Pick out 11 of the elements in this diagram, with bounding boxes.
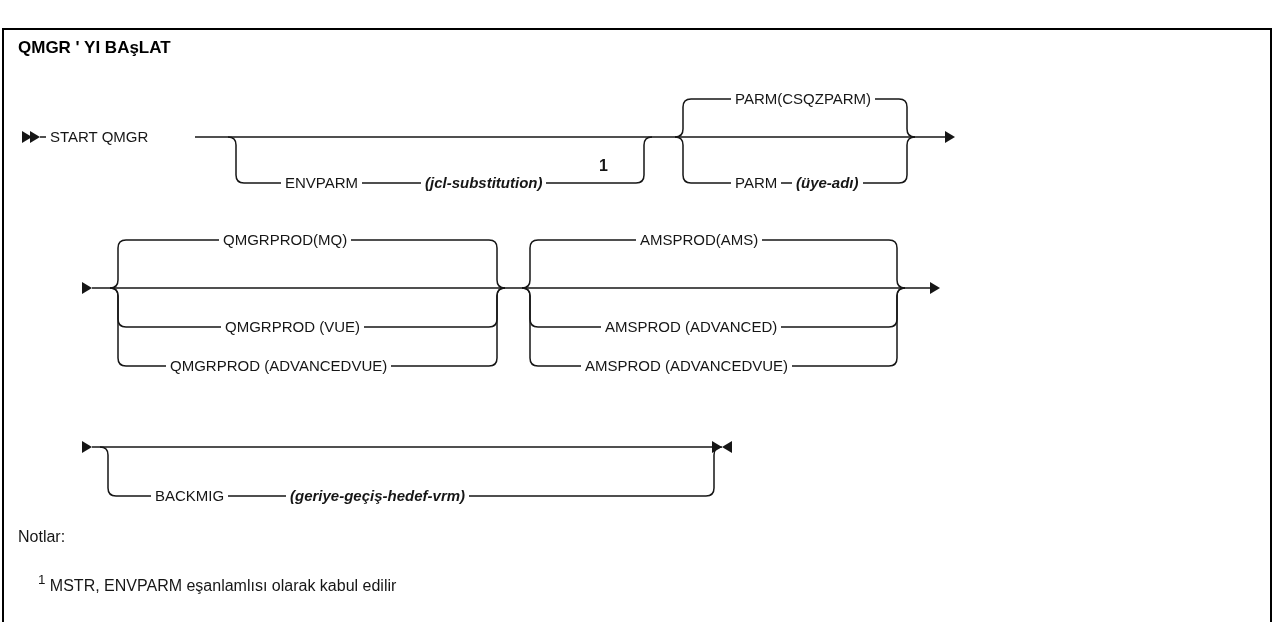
diagram-title: QMGR ' YI BAşLAT xyxy=(18,38,171,58)
keyword-label: QMGRPROD (VUE) xyxy=(221,318,364,336)
keyword-label: PARM(CSQZPARM) xyxy=(731,90,876,108)
keyword-label: QMGRPROD (ADVANCEDVUE) xyxy=(166,357,392,375)
parameter-label: (üye-adı) xyxy=(792,174,863,192)
keyword-label: QMGRPROD(MQ) xyxy=(219,231,352,249)
parameter-label: (geriye-geçiş-hedef-vrm) xyxy=(286,487,470,505)
keyword-label: AMSPROD (ADVANCEDVUE) xyxy=(581,357,793,375)
keyword-label: AMSPROD(AMS) xyxy=(636,231,763,249)
parameter-label: (jcl-substitution) xyxy=(421,174,547,192)
keyword-label: AMSPROD (ADVANCED) xyxy=(601,318,782,336)
